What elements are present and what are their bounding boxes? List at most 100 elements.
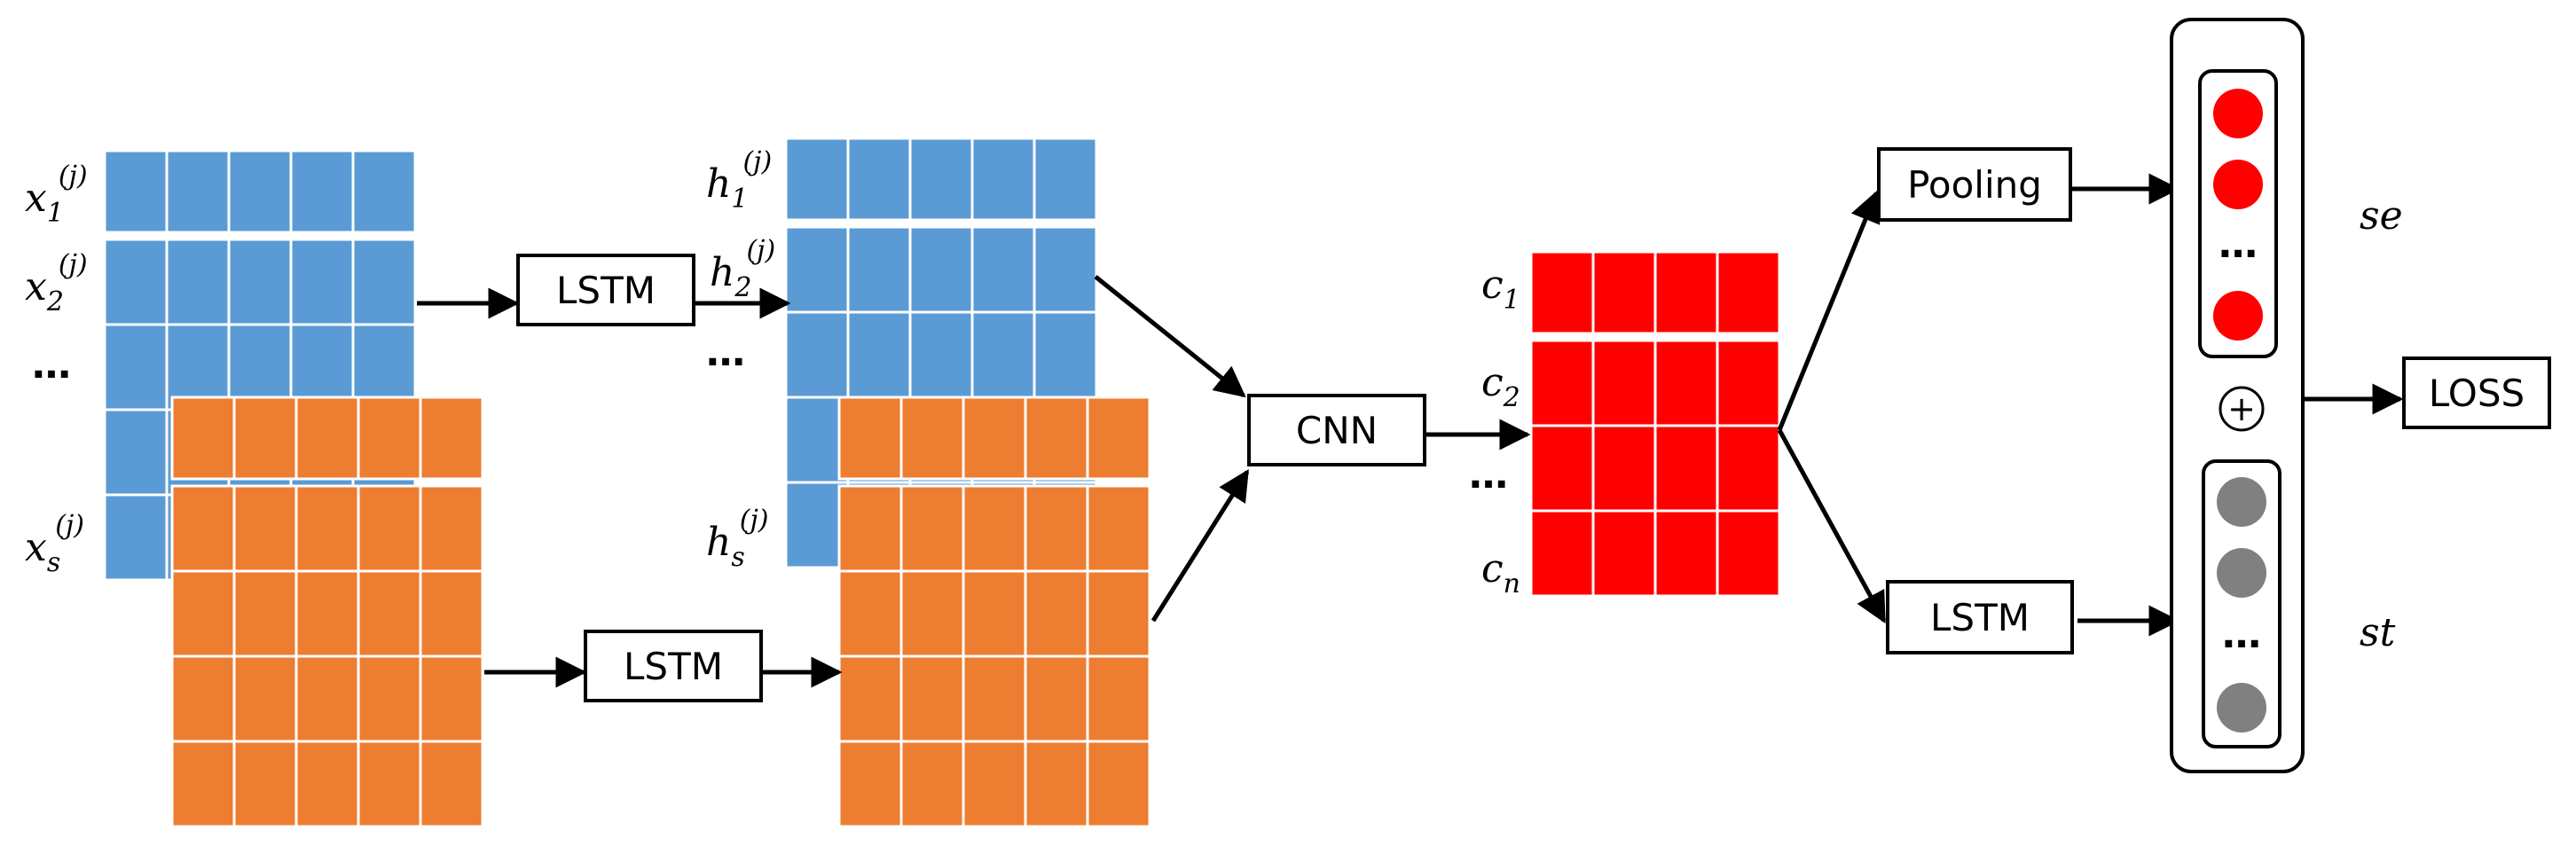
hidden-matrix-orange-cell — [1024, 569, 1089, 658]
st-dot — [2217, 683, 2266, 733]
c1-label: c1 — [1481, 262, 1520, 316]
hidden-matrix-orange-cell — [837, 396, 903, 481]
box-lstm-bottom-label: LSTM — [624, 645, 723, 688]
input-matrix-orange-cell — [170, 654, 236, 743]
conv-matrix-red-cell — [1716, 509, 1781, 598]
input-matrix-orange-cell — [419, 654, 484, 743]
input-matrix-orange-cell — [170, 484, 236, 573]
hidden-matrix-orange-cell — [899, 654, 965, 743]
st-dot — [2217, 548, 2266, 598]
se-vector-dots — [2213, 89, 2263, 341]
arrow-conv-to-lstm-right — [1777, 428, 1887, 624]
hidden-matrix-blue-cell — [784, 225, 850, 314]
conv-matrix-red-cell — [1716, 339, 1781, 427]
input-matrix-orange-cell — [357, 484, 422, 573]
input-matrix-orange-cell — [295, 569, 360, 658]
se-ellipsis: … — [2219, 222, 2258, 267]
st-label: st — [2360, 610, 2396, 655]
hidden-matrix-orange-cell — [1086, 569, 1151, 658]
arrow-hidden-bottom-to-cnn — [1151, 469, 1250, 623]
conv-matrix-red-cell — [1529, 339, 1595, 427]
hidden-matrix-blue-cell — [970, 137, 1036, 222]
se-label: se — [2360, 193, 2403, 239]
x2-label: x2(j) — [25, 249, 88, 317]
hidden-matrix-blue-cell — [784, 481, 850, 569]
hidden-matrix-orange-cell — [962, 396, 1027, 481]
hidden-matrix-orange-cell — [1086, 654, 1151, 743]
conv-matrix-red-cell — [1591, 339, 1657, 427]
input-matrix-orange-cell — [419, 740, 484, 828]
input-matrix-blue-cell — [103, 323, 169, 411]
input-matrix-blue-cell — [165, 149, 231, 234]
st-ellipsis: … — [2222, 612, 2261, 657]
hidden-matrix-blue-cell — [846, 310, 912, 399]
conv-matrix-red-cell — [1716, 424, 1781, 513]
box-cnn-label: CNN — [1296, 409, 1378, 452]
box-cnn: CNN — [1247, 394, 1426, 466]
hidden-matrix-blue-cell — [784, 137, 850, 222]
input-matrix-blue-cell — [351, 149, 417, 234]
input-matrix-orange-cell — [232, 740, 298, 828]
box-lstm-top: LSTM — [516, 254, 695, 326]
se-dot — [2213, 291, 2263, 341]
conv-matrix-red-cell — [1653, 509, 1719, 598]
hidden-matrix-orange-cell — [837, 484, 903, 573]
arrow-conv-to-pooling — [1777, 190, 1881, 431]
input-matrix-blue-cell — [289, 238, 355, 326]
box-pooling: Pooling — [1877, 147, 2072, 222]
hidden-matrix-orange-cell — [1024, 740, 1089, 828]
input-matrix-orange-cell — [295, 740, 360, 828]
hidden-matrix-blue-cell — [970, 310, 1036, 399]
hidden-matrix-orange-cell — [962, 484, 1027, 573]
box-lstm-right-label: LSTM — [1930, 596, 2030, 639]
input-matrix-blue-cell — [227, 149, 293, 234]
input-matrix-orange-cell — [295, 654, 360, 743]
box-lstm-top-label: LSTM — [556, 269, 656, 312]
hidden-matrix-orange-cell — [962, 569, 1027, 658]
input-matrix-blue-cell — [289, 149, 355, 234]
hidden-matrix-blue-cell — [1033, 310, 1098, 399]
input-matrix-orange-cell — [357, 740, 422, 828]
x-ellipsis: … — [32, 342, 71, 388]
c2-label: c2 — [1481, 360, 1520, 413]
conv-matrix-red-cell — [1653, 339, 1719, 427]
arrows — [417, 173, 2404, 688]
hidden-matrix-orange-cell — [962, 654, 1027, 743]
conv-matrix-red — [1529, 250, 1781, 598]
input-matrix-orange-cell — [419, 569, 484, 658]
hidden-matrix-orange-cell — [962, 740, 1027, 828]
input-matrix-blue-cell — [103, 238, 169, 326]
conv-matrix-red-cell — [1716, 250, 1781, 335]
hidden-matrix-blue-cell — [1033, 225, 1098, 314]
conv-matrix-red-cell — [1591, 424, 1657, 513]
hidden-matrix-orange-cell — [899, 569, 965, 658]
hidden-matrix-blue-cell — [908, 137, 974, 222]
hidden-matrix-blue-cell — [846, 137, 912, 222]
conv-matrix-red-cell — [1591, 509, 1657, 598]
hidden-matrix-orange — [837, 396, 1151, 828]
input-matrix-orange-cell — [232, 484, 298, 573]
input-matrix-orange-cell — [232, 396, 298, 481]
conv-matrix-red-cell — [1591, 250, 1657, 335]
input-matrix-blue-cell — [103, 493, 169, 582]
h2-label: h2(j) — [710, 235, 775, 303]
box-lstm-bottom: LSTM — [584, 630, 763, 702]
box-loss: LOSS — [2402, 356, 2551, 429]
input-matrix-blue-cell — [351, 238, 417, 326]
input-matrix-orange-cell — [170, 740, 236, 828]
combine-symbol: + — [2227, 389, 2256, 428]
hidden-matrix-orange-cell — [1086, 396, 1151, 481]
cn-label: cn — [1481, 546, 1520, 599]
box-loss-label: LOSS — [2429, 372, 2525, 415]
input-matrix-blue-cell — [165, 323, 231, 411]
hidden-matrix-orange-cell — [899, 484, 965, 573]
input-matrix-orange-cell — [170, 396, 236, 481]
input-matrix-orange-cell — [357, 569, 422, 658]
input-matrix-orange-cell — [357, 654, 422, 743]
hidden-matrix-blue-cell — [784, 310, 850, 399]
input-matrix-blue-cell — [227, 238, 293, 326]
hidden-matrix-blue-cell — [1033, 137, 1098, 222]
box-pooling-label: Pooling — [1907, 163, 2042, 207]
hidden-matrix-orange-cell — [1086, 484, 1151, 573]
input-matrix-orange-cell — [295, 396, 360, 481]
